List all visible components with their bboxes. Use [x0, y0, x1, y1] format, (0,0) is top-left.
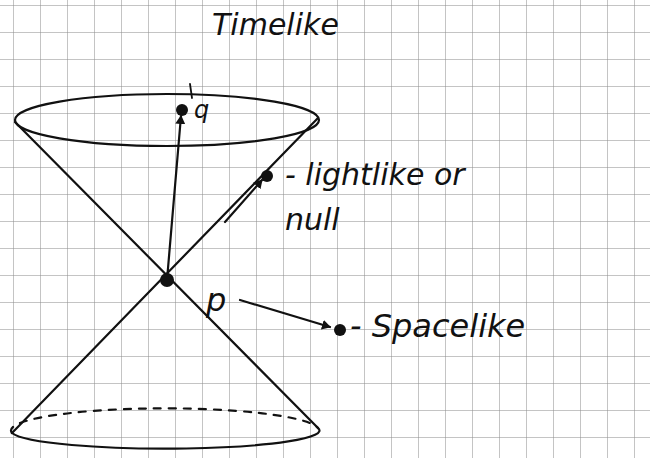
null-vector: [225, 180, 262, 222]
cone-edge: [12, 118, 318, 433]
past-cone-rim-back: [11, 408, 318, 433]
event-p: [160, 273, 174, 287]
future-cone-rim: [15, 94, 319, 146]
region-label: - Spacelike: [350, 302, 640, 350]
null-event: [261, 170, 273, 182]
tick-mark: [190, 84, 192, 98]
event-label: q: [194, 92, 254, 128]
region-label: Timelike: [212, 2, 472, 47]
past-cone-rim-front: [12, 428, 319, 449]
spacelike-vector: [240, 300, 330, 327]
event-q: [176, 104, 188, 116]
timelike-vector: [167, 116, 181, 280]
event-label: p: [206, 276, 256, 324]
region-label: - lightlike or null: [285, 152, 500, 242]
spacelike-event: [334, 324, 346, 336]
